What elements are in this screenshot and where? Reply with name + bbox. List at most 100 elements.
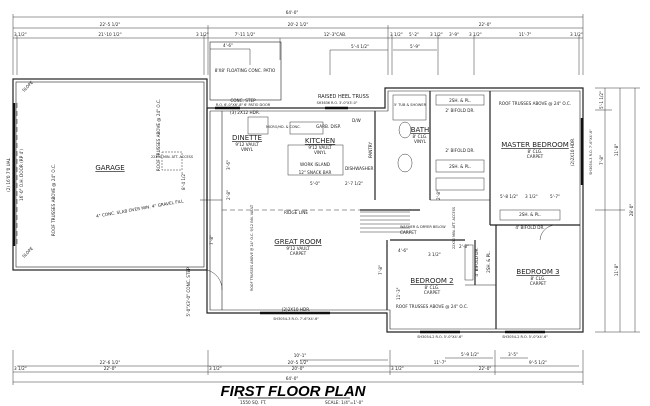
garage-door-rough: (2) 16'0 7'0 UAL bbox=[6, 157, 11, 191]
dw-label: D/W bbox=[352, 118, 361, 123]
dim-top: 5'-4 1/2" bbox=[351, 44, 369, 49]
dim-top: 22'-0" bbox=[479, 22, 492, 27]
dishwasher-label: DISHWASHER bbox=[345, 166, 373, 171]
dim-top: 5'-9" bbox=[410, 44, 420, 49]
dinette-label: DINETTE bbox=[232, 134, 262, 142]
kitchen-window-label: SH3636 R.O. 3'-0"X3'-0" bbox=[317, 101, 358, 105]
dim-bottom: 3'-5" bbox=[508, 352, 518, 357]
master-bedroom-label: MASTER BEDROOM bbox=[501, 141, 569, 149]
dinette-header: (3) 2X12 HDR. bbox=[230, 110, 260, 115]
dim-top: 22'-5 1/2" bbox=[100, 22, 121, 27]
dim-top: 3 1/2" bbox=[570, 32, 583, 37]
disposal-label: GARB. DISP. bbox=[316, 124, 341, 129]
step-label: CONC. STEP bbox=[230, 98, 256, 103]
dim-bottom: 10'-1" bbox=[294, 353, 307, 358]
house-walls bbox=[200, 87, 584, 334]
garage-truss-note-2: ROOF TRUSSES ABOVE @ 24" O.C. bbox=[51, 164, 56, 236]
patio-door-label: R.O. 6'-0"X6'-8" 6' PATIO DOOR bbox=[216, 103, 271, 107]
bath-floor: VINYL bbox=[414, 139, 427, 144]
dim-inner: 2'-7 1/2" bbox=[345, 181, 363, 186]
dim-top: 5'-2" bbox=[409, 32, 419, 37]
bedroom-3-floor: CARPET bbox=[530, 281, 547, 286]
attic-access-label: 22X30 MIN. ATT. ACCESS bbox=[151, 155, 193, 159]
dim-bottom: 3 1/2" bbox=[391, 366, 404, 371]
dim-top: 7'-11 1/2" bbox=[235, 32, 256, 37]
dim-inner: 5'-0" bbox=[310, 181, 320, 186]
room-labels: CONC. STEP R.O. 6'-0"X6'-8" 6' PATIO DOO… bbox=[186, 94, 593, 339]
dim-top: 12'-3"CAB. bbox=[324, 32, 347, 37]
dim-top: 3 1/2" bbox=[430, 32, 443, 37]
dim-inner: 5'-8 1/2" bbox=[500, 194, 518, 199]
great-room-label: GREAT ROOM bbox=[274, 238, 321, 246]
dim-overall-bottom: 64'-0" bbox=[286, 376, 299, 381]
bedroom-2-shelf: 2SH. & PL. bbox=[486, 251, 491, 273]
dim-bottom: 20'-5 1/2" bbox=[288, 360, 309, 365]
ridge-line-label: RIDGE LINE bbox=[284, 210, 308, 215]
master-truss-note: ROOF TRUSSES ABOVE @ 24" O.C. bbox=[499, 101, 571, 106]
dim-top: 11'-7" bbox=[519, 32, 532, 37]
hall-floor: CARPET bbox=[400, 230, 417, 235]
dim-top: 20'-2 1/2" bbox=[288, 22, 309, 27]
scale-label: SCALE: 1/4"=1'-0" bbox=[325, 400, 363, 405]
inner-dimensions: 3'-6" 2'-8" 5'-0" 2'-7 1/2" 7'-8" 7'-8" … bbox=[181, 160, 560, 300]
dim-inner: 3 1/2" bbox=[525, 194, 538, 199]
dim-inner: 2'-8" bbox=[459, 244, 469, 249]
dim-inner: 7'-8" bbox=[209, 235, 214, 245]
dim-right: 7'-8" bbox=[599, 155, 604, 165]
bottom-dimensions: 10'-1" 5'-9 1/2" 3'-5" 22'-6 1/2" 20'-5 … bbox=[12, 350, 584, 385]
plan-title: FIRST FLOOR PLAN bbox=[221, 383, 367, 400]
pantry-label: PANTRY bbox=[368, 142, 373, 158]
great-room-truss-note: ROOF TRUSSES ABOVE @ 24" O.C. 9/12 INV. … bbox=[250, 204, 254, 291]
dim-inner: 2'-8" bbox=[436, 190, 441, 200]
master-header: (2)2X10 HDR. bbox=[570, 138, 575, 167]
dim-inner: 5'-7" bbox=[550, 194, 560, 199]
raised-heel-truss-note: RAISED HEEL TRUSS bbox=[318, 94, 369, 100]
dim-bottom: 22'-0" bbox=[104, 366, 117, 371]
great-room-ceiling: 9'12 VAULT bbox=[286, 246, 310, 251]
bath-ceiling: 8' CLG. bbox=[413, 134, 428, 139]
dim-top: 3 1/2" bbox=[390, 32, 403, 37]
bedroom-3-label: BEDROOM 3 bbox=[516, 268, 559, 276]
closet-shelf: 2SH. & PL. bbox=[449, 98, 471, 103]
dim-bottom: 22'-0" bbox=[479, 366, 492, 371]
bedroom-2-label: BEDROOM 2 bbox=[410, 277, 453, 285]
snack-bar-label: 12" SNACK BAR bbox=[299, 170, 332, 175]
dim-inner: 8'-4 1/2" bbox=[181, 172, 186, 190]
dim-bottom: 20'-0" bbox=[292, 366, 305, 371]
dinette-ceiling: 9'12 VAULT bbox=[235, 142, 259, 147]
great-room-header: (2)2X10 HDR. bbox=[282, 307, 311, 312]
dim-inner: 7'-8" bbox=[378, 265, 383, 275]
dim-bottom: 5'-9 1/2" bbox=[461, 352, 479, 357]
front-step-label: 5'-0"X3'-0" CONC. STEP bbox=[186, 267, 191, 317]
bath-label: BATH bbox=[411, 126, 430, 134]
kitchen-label: KITCHEN bbox=[305, 137, 335, 145]
kitchen-floor: VINYL bbox=[314, 150, 327, 155]
bedroom-3-shelf: 2SH. & PL. bbox=[519, 212, 541, 217]
dim-top: 3 1/2" bbox=[14, 32, 27, 37]
kitchen-ceiling: 9'12 VAULT bbox=[308, 145, 332, 150]
dim-right: 28'-0" bbox=[629, 204, 634, 217]
garage: GARAGE 4" CONC. SLAB OVER MIN. 4" GRAVEL… bbox=[6, 78, 208, 271]
dim-bottom: 11'-7" bbox=[434, 360, 447, 365]
master-floor: CARPET bbox=[527, 154, 544, 159]
range-label: MICRO/HD. & CONC. bbox=[266, 125, 301, 129]
closet-door: 2' BIFOLD DR. bbox=[445, 148, 474, 153]
dim-right: 11'-8" bbox=[614, 144, 619, 157]
bedroom-3-closet: 4' BIFOLD DR. bbox=[515, 225, 544, 230]
dim-inner: 2'-8" bbox=[226, 190, 231, 200]
bedroom-2-closet: 4' BIFOLD DR. bbox=[474, 247, 479, 276]
dim-right: 5'-1 1/2" bbox=[599, 91, 604, 109]
dim-top: 3 1/2" bbox=[469, 32, 482, 37]
dim-bottom: 3 1/2" bbox=[209, 366, 222, 371]
great-room-floor: CARPET bbox=[290, 251, 307, 256]
garage-truss-note: ROOF TRUSSES ABOVE @ 24" O.C. bbox=[156, 99, 161, 171]
patio-label: 8'X8' FLOATING CONC. PATIO bbox=[215, 68, 276, 73]
bedroom-3-ceiling: 8' CLG. bbox=[531, 276, 546, 281]
garage-label: GARAGE bbox=[95, 164, 124, 172]
bedroom-2-truss-note: ROOF TRUSSES ABOVE @ 24" O.C. bbox=[396, 304, 468, 309]
patio: 8'X8' FLOATING CONC. PATIO bbox=[209, 41, 282, 101]
garage-door-label: 16'-0" O.H. DOOR (RP 4') bbox=[19, 149, 24, 201]
bedroom-3-window: SH3054-2 R.O. 5'-0"X4'-6" bbox=[502, 335, 548, 339]
dim-top: 3 1/2" bbox=[196, 32, 209, 37]
